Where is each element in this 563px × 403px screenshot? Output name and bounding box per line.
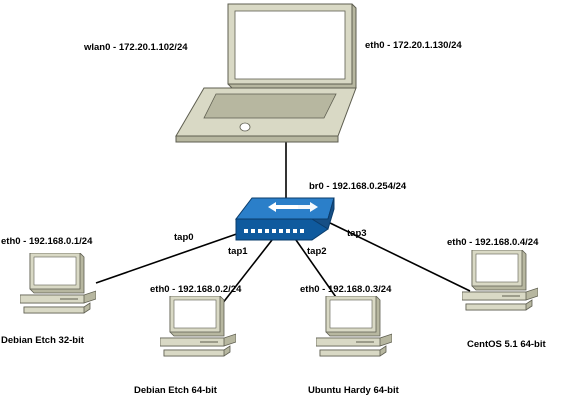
laptop-icon [175, 3, 357, 143]
link-tap2 [295, 239, 339, 301]
link-tap1 [221, 239, 273, 305]
pc-ubuntu-hardy-icon [316, 296, 392, 357]
pc-debian-etch-32-icon [20, 253, 96, 314]
link-tap3 [327, 221, 471, 292]
host4-ip-label: eth0 - 192.168.0.4/24 [447, 237, 539, 248]
host1-name-label: Debian Etch 32-bit [1, 335, 85, 346]
pc-centos-icon [462, 250, 538, 311]
laptop-eth-label: eth0 - 172.20.1.130/24 [365, 40, 462, 51]
tap3-label: tap3 [347, 228, 367, 239]
host3-name-label: Ubuntu Hardy 64-bit [308, 385, 400, 396]
tap2-label: tap2 [307, 246, 327, 257]
laptop-wlan-label: wlan0 - 172.20.1.102/24 [83, 42, 188, 53]
link-tap0 [95, 229, 249, 284]
host2-name-label: Debian Etch 64-bit [134, 385, 218, 396]
tap0-label: tap0 [174, 232, 194, 243]
network-links [95, 142, 471, 305]
host2-ip-label: eth0 - 192.168.0.2/24 [150, 284, 242, 295]
host4-name-label: CentOS 5.1 64-bit [467, 339, 546, 350]
tap1-label: tap1 [228, 246, 248, 257]
bridge-switch-icon [234, 197, 335, 241]
host1-ip-label: eth0 - 192.168.0.1/24 [1, 236, 93, 247]
pc-debian-etch-64-icon [160, 296, 236, 357]
host3-ip-label: eth0 - 192.168.0.3/24 [300, 284, 392, 295]
bridge-label: br0 - 192.168.0.254/24 [309, 181, 407, 192]
